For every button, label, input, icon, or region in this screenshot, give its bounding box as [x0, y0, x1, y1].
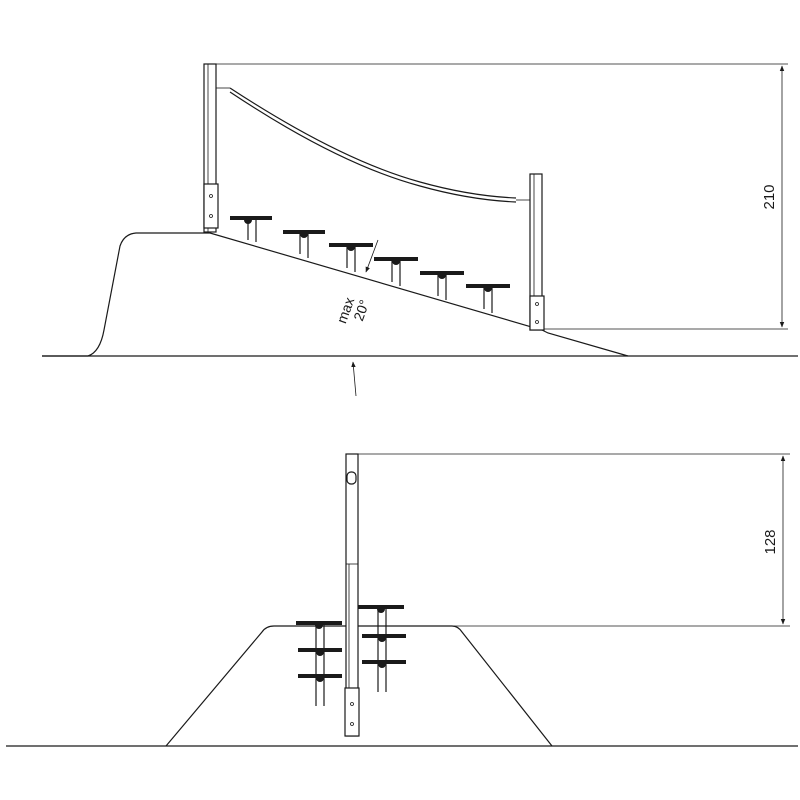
slope-label-angle: 20°	[350, 298, 372, 323]
side-slope-annotation: max 20°	[333, 239, 379, 397]
front-seats-right	[358, 605, 406, 692]
side-seat	[329, 243, 373, 272]
side-seat	[420, 271, 464, 300]
front-height-label: 128	[762, 529, 779, 554]
side-seat	[230, 216, 272, 242]
front-seat	[362, 660, 406, 668]
front-center-post	[344, 453, 360, 737]
front-seat	[298, 674, 342, 682]
side-stepping-seats	[230, 216, 510, 313]
side-seat	[283, 230, 325, 258]
side-right-post	[516, 173, 545, 331]
front-height-dimension: 128	[358, 453, 790, 627]
side-left-post	[203, 63, 230, 233]
side-seat	[466, 284, 510, 313]
side-height-dimension: 210	[216, 63, 788, 330]
side-seat	[374, 257, 418, 286]
side-hand-rope	[229, 87, 517, 203]
front-seat	[298, 648, 342, 656]
side-height-label: 210	[761, 184, 778, 209]
side-embankment	[42, 232, 629, 357]
front-seat	[296, 621, 342, 629]
front-seats-left	[296, 621, 342, 706]
front-seat	[358, 605, 404, 613]
front-view: 128	[6, 453, 798, 747]
front-seat	[362, 634, 406, 642]
front-embankment	[165, 625, 553, 747]
side-view: 210 max 20°	[42, 63, 798, 397]
